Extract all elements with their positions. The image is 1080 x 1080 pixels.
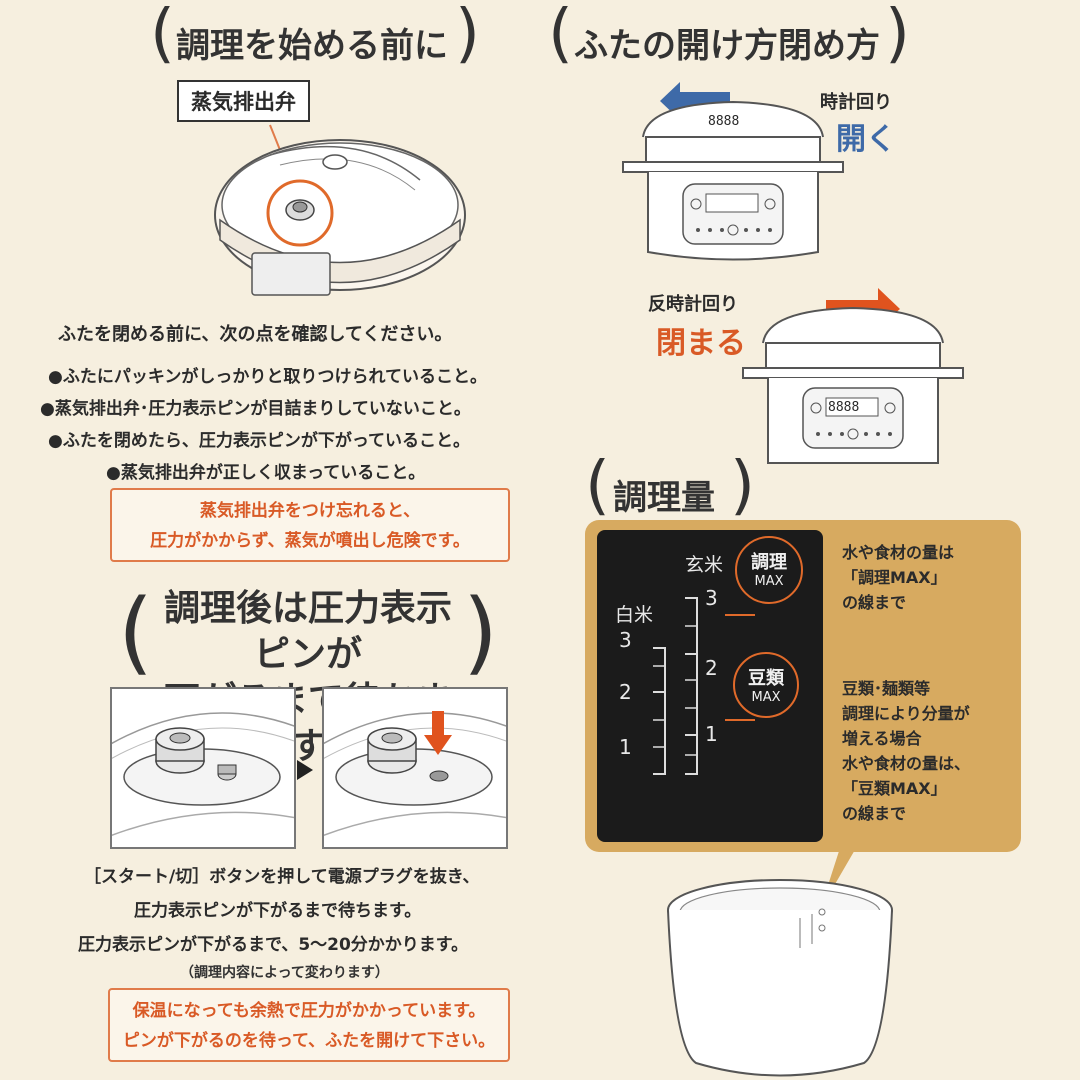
cooker-open-illustration bbox=[622, 82, 844, 261]
check-bullet-1: ●ふたにパッキンがしっかりと取りつけられていること。 bbox=[48, 367, 487, 387]
after-body-line-3: 圧力表示ピンが下がるまで、5～20分かかります。 bbox=[78, 935, 469, 955]
after-body-line-2: 圧力表示ピンが下がるまで待ちます。 bbox=[134, 901, 422, 921]
pressure-warning-line-1: 保温になっても余熱で圧力がかかっています。 bbox=[132, 1001, 486, 1021]
section-title-after-cooking: ( 調理後は圧力表示ピンが 下がるまで待ちます ) bbox=[118, 582, 498, 768]
display-2: 8888 bbox=[828, 400, 860, 415]
after-note: （調理内容によって変わります） bbox=[180, 965, 389, 981]
open-direction: 時計回り bbox=[820, 92, 892, 113]
bean-max-badge-top: 豆類 bbox=[748, 668, 784, 689]
check-bullet-2: ●蒸気排出弁･圧力表示ピンが目詰まりしていないこと。 bbox=[40, 399, 471, 419]
pin-down-photo bbox=[322, 687, 508, 849]
valve-warning-box: 蒸気排出弁をつけ忘れると、 圧力がかからず、蒸気が噴出し危険です。 bbox=[110, 488, 510, 562]
after-cooking-title-line-1: 調理後は圧力表示ピンが bbox=[163, 588, 452, 675]
section-title-text: 調理を始める前に bbox=[176, 26, 448, 66]
open-label: 開く bbox=[836, 122, 896, 157]
pressure-warning-line-2: ピンが下がるのを待って、ふたを開けて下さい。 bbox=[122, 1031, 496, 1051]
genmai-tick-2: 2 bbox=[705, 656, 718, 680]
pressure-warning-box: 保温になっても余熱で圧力がかかっています。 ピンが下がるのを待って、ふたを開けて… bbox=[108, 988, 510, 1062]
lid-title-text: ふたの開け方閉め方 bbox=[574, 26, 880, 66]
scale-lines bbox=[653, 597, 755, 775]
check-bullet-4: ●蒸気排出弁が正しく収まっていること。 bbox=[106, 463, 426, 483]
display-1: 8888 bbox=[708, 114, 740, 129]
bean-max-badge: 豆類 MAX bbox=[733, 652, 799, 718]
arrow-right-icon bbox=[297, 760, 313, 780]
check-bullet-3: ●ふたを閉めたら、圧力表示ピンが下がっていること。 bbox=[48, 431, 470, 451]
section-title-before-cooking: ( 調理を始める前に ) bbox=[150, 0, 480, 71]
hakumai-label: 白米 bbox=[615, 604, 654, 626]
after-body-line-1: ［スタート/切］ボタンを押して電源プラグを抜き、 bbox=[84, 867, 480, 887]
cooking-max-text: 水や食材の量は 「調理MAX」 の線まで bbox=[842, 543, 955, 612]
cooking-max-badge-top: 調理 bbox=[751, 552, 787, 573]
pin-up-photo bbox=[110, 687, 296, 849]
bean-max-badge-bottom: MAX bbox=[751, 690, 781, 705]
hakumai-tick-2: 2 bbox=[619, 680, 632, 704]
section-title-lid: ( ふたの開け方閉め方 ) bbox=[548, 0, 910, 71]
cooker-close-illustration bbox=[742, 288, 964, 464]
genmai-tick-3: 3 bbox=[705, 586, 718, 610]
cooking-max-badge-bottom: MAX bbox=[754, 574, 784, 589]
section-title-amount: ( 調理量 ) bbox=[585, 449, 755, 523]
close-label: 閉まる bbox=[656, 326, 746, 361]
hakumai-tick-1: 1 bbox=[619, 735, 632, 759]
valve-warning-line-2: 圧力がかからず、蒸気が噴出し危険です。 bbox=[150, 531, 470, 551]
valve-warning-line-1: 蒸気排出弁をつけ忘れると、 bbox=[199, 501, 421, 521]
inner-pot-illustration bbox=[667, 848, 893, 1077]
genmai-label: 玄米 bbox=[685, 554, 724, 576]
steam-valve-label: 蒸気排出弁 bbox=[177, 80, 310, 122]
bean-max-text: 豆類･麺類等 調理により分量が 増える場合 水や食材の量は、 「豆類MAX」 の… bbox=[842, 679, 971, 823]
scale-photo: 玄米 白米 3 2 1 3 2 1 調理 MAX 豆類 MAX bbox=[597, 530, 823, 842]
cooking-max-badge: 調理 MAX bbox=[735, 536, 803, 604]
genmai-tick-1: 1 bbox=[705, 722, 718, 746]
close-direction: 反時計回り bbox=[648, 294, 738, 315]
hakumai-tick-3: 3 bbox=[619, 628, 632, 652]
amount-title-text: 調理量 bbox=[613, 478, 715, 518]
check-intro: ふたを閉める前に、次の点を確認してください。 bbox=[58, 324, 453, 345]
lid-illustration bbox=[214, 124, 466, 296]
